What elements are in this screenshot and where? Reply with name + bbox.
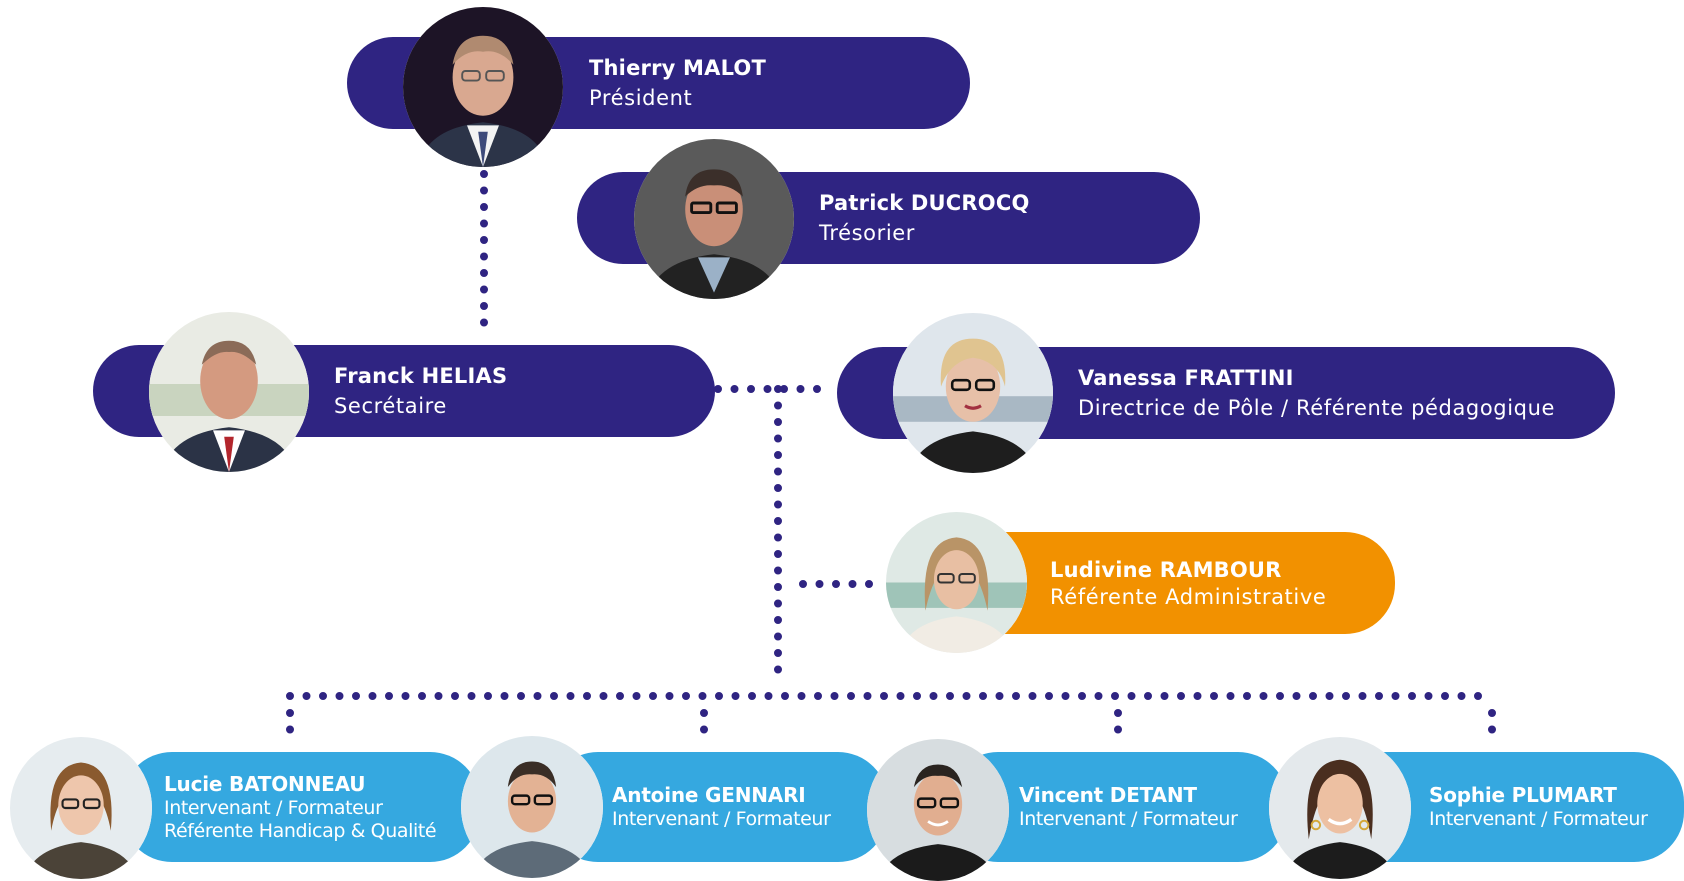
trainer-name: Vincent DETANT xyxy=(1019,783,1197,807)
trainer-name: Lucie BATONNEAU xyxy=(164,771,366,796)
treasurer-name: Patrick DUCROCQ xyxy=(819,190,1030,215)
trainer-card-lucie: Lucie BATONNEAU Intervenant / Formateur … xyxy=(122,752,480,862)
trainer-name: Antoine GENNARI xyxy=(612,783,806,807)
secretary-name: Franck HELIAS xyxy=(334,363,508,388)
president-name: Thierry MALOT xyxy=(589,55,766,80)
trainer-role: Intervenant / Formateur xyxy=(1019,808,1238,830)
trainer-photo-antoine xyxy=(461,736,603,878)
trainer-photo-vincent xyxy=(867,739,1009,881)
trainer-photo-lucie xyxy=(10,737,152,879)
trainer-role: Intervenant / Formateur xyxy=(612,808,831,830)
admin-role: Référente Administrative xyxy=(1050,584,1327,609)
trainer-photo-sophie xyxy=(1269,737,1411,879)
director-role: Directrice de Pôle / Référente pédagogiq… xyxy=(1078,395,1556,420)
president-role: Président xyxy=(589,85,693,110)
admin-photo xyxy=(886,512,1027,653)
secretary-photo xyxy=(149,312,309,472)
trainer-name: Sophie PLUMART xyxy=(1429,783,1617,807)
treasurer-role: Trésorier xyxy=(819,220,916,245)
secretary-role: Secrétaire xyxy=(334,393,447,418)
trainer-role: Intervenant / Formateur xyxy=(1429,808,1648,830)
trainer-role: Intervenant / Formateur xyxy=(164,796,383,819)
director-photo xyxy=(893,313,1053,473)
trainer-card-antoine: Antoine GENNARI Intervenant / Formateur xyxy=(548,752,888,862)
trainer-role-secondary: Référente Handicap & Qualité xyxy=(164,819,437,842)
admin-name: Ludivine RAMBOUR xyxy=(1050,557,1282,582)
treasurer-photo xyxy=(634,139,794,299)
director-name: Vanessa FRATTINI xyxy=(1078,365,1294,390)
president-photo xyxy=(403,7,563,167)
